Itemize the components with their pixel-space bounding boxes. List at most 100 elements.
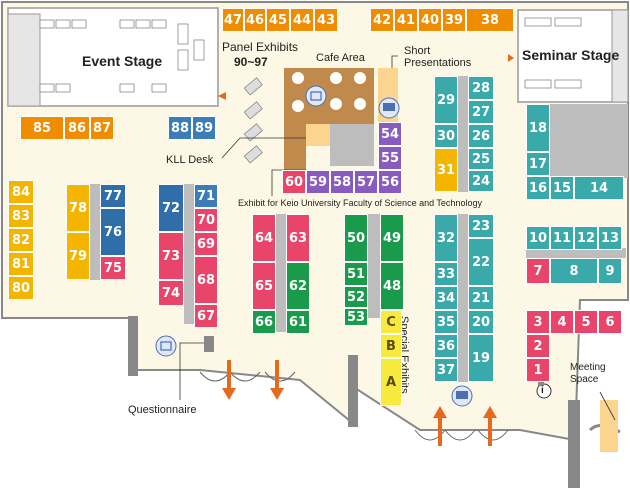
booth-10[interactable]: 10	[526, 226, 550, 250]
booth-82[interactable]: 82	[8, 228, 34, 252]
booth-35[interactable]: 35	[434, 310, 458, 334]
booth-77[interactable]: 77	[100, 184, 126, 208]
info-icon	[536, 383, 552, 399]
booth-13[interactable]: 13	[598, 226, 622, 250]
info-icon-label: i	[541, 385, 544, 396]
booth-43[interactable]: 43	[314, 8, 338, 32]
booth-5[interactable]: 5	[574, 310, 598, 334]
booth-11[interactable]: 11	[550, 226, 574, 250]
booth-49[interactable]: 49	[380, 214, 404, 262]
booth-79[interactable]: 79	[66, 232, 90, 280]
booth-86[interactable]: 86	[64, 116, 90, 140]
booth-72[interactable]: 72	[158, 184, 184, 232]
booth-7[interactable]: 7	[526, 258, 550, 284]
booth-26[interactable]: 26	[468, 124, 494, 148]
booth-75[interactable]: 75	[100, 256, 126, 280]
booth-51[interactable]: 51	[344, 262, 368, 286]
event-stage-label: Event Stage	[82, 53, 163, 69]
booth-25[interactable]: 25	[468, 148, 494, 170]
booth-8[interactable]: 8	[550, 258, 598, 284]
booth-32[interactable]: 32	[434, 214, 458, 262]
booth-c[interactable]: C	[380, 310, 402, 334]
wall-pillar	[128, 316, 138, 376]
booth-57[interactable]: 57	[354, 170, 378, 194]
booth-60[interactable]: 60	[282, 170, 306, 194]
booth-22[interactable]: 22	[468, 238, 494, 286]
booth-44[interactable]: 44	[290, 8, 314, 32]
booth-85[interactable]: 85	[20, 116, 64, 140]
booth-45[interactable]: 45	[266, 8, 290, 32]
booth-64[interactable]: 64	[252, 214, 276, 262]
booth-38[interactable]: 38	[466, 8, 514, 32]
wall-pillar	[348, 355, 358, 427]
booth-28[interactable]: 28	[468, 76, 494, 100]
booth-31[interactable]: 31	[434, 148, 458, 192]
booth-54[interactable]: 54	[378, 122, 402, 146]
booth-48[interactable]: 48	[380, 262, 404, 310]
booth-17[interactable]: 17	[526, 152, 550, 176]
booth-14[interactable]: 14	[574, 176, 624, 200]
booth-81[interactable]: 81	[8, 252, 34, 276]
booth-b[interactable]: B	[380, 334, 402, 358]
booth-87[interactable]: 87	[90, 116, 114, 140]
booth-76[interactable]: 76	[100, 208, 126, 256]
booth-1[interactable]: 1	[526, 358, 550, 382]
booth-16[interactable]: 16	[526, 176, 550, 200]
event-stage-platform	[7, 13, 41, 107]
booth-34[interactable]: 34	[434, 286, 458, 310]
booth-71[interactable]: 71	[194, 184, 218, 208]
booth-62[interactable]: 62	[286, 262, 310, 310]
booth-46[interactable]: 46	[244, 8, 266, 32]
booth-68[interactable]: 68	[194, 256, 218, 304]
booth-18[interactable]: 18	[526, 104, 550, 152]
booth-29[interactable]: 29	[434, 76, 458, 124]
booth-59[interactable]: 59	[306, 170, 330, 194]
booth-33[interactable]: 33	[434, 262, 458, 286]
booth-36[interactable]: 36	[434, 334, 458, 358]
booth-55[interactable]: 55	[378, 146, 402, 170]
booth-3[interactable]: 3	[526, 310, 550, 334]
booth-58[interactable]: 58	[330, 170, 354, 194]
booth-65[interactable]: 65	[252, 262, 276, 310]
booth-78[interactable]: 78	[66, 184, 90, 232]
booth-42[interactable]: 42	[370, 8, 394, 32]
booth-41[interactable]: 41	[394, 8, 418, 32]
booth-74[interactable]: 74	[158, 280, 184, 306]
booth-47[interactable]: 47	[222, 8, 244, 32]
booth-80[interactable]: 80	[8, 276, 34, 300]
booth-a[interactable]: A	[380, 358, 402, 406]
booth-88[interactable]: 88	[168, 116, 192, 140]
booth-37[interactable]: 37	[434, 358, 458, 382]
booth-39[interactable]: 39	[442, 8, 466, 32]
booth-89[interactable]: 89	[192, 116, 216, 140]
booth-67[interactable]: 67	[194, 304, 218, 328]
booth-24[interactable]: 24	[468, 170, 494, 192]
booth-40[interactable]: 40	[418, 8, 442, 32]
booth-84[interactable]: 84	[8, 180, 34, 204]
cafe-table-icon	[292, 72, 366, 112]
booth-15[interactable]: 15	[550, 176, 574, 200]
booth-23[interactable]: 23	[468, 214, 494, 238]
booth-73[interactable]: 73	[158, 232, 184, 280]
booth-66[interactable]: 66	[252, 310, 276, 334]
booth-19[interactable]: 19	[468, 334, 494, 382]
booth-53[interactable]: 53	[344, 308, 368, 326]
booth-63[interactable]: 63	[286, 214, 310, 262]
booth-70[interactable]: 70	[194, 208, 218, 232]
booth-6[interactable]: 6	[598, 310, 622, 334]
booth-27[interactable]: 27	[468, 100, 494, 124]
booth-12[interactable]: 12	[574, 226, 598, 250]
booth-9[interactable]: 9	[598, 258, 622, 284]
booth-56[interactable]: 56	[378, 170, 402, 194]
booth-50[interactable]: 50	[344, 214, 368, 262]
booth-83[interactable]: 83	[8, 204, 34, 228]
booth-69[interactable]: 69	[194, 232, 218, 256]
booth-61[interactable]: 61	[286, 310, 310, 334]
booth-52[interactable]: 52	[344, 286, 368, 308]
booth-20[interactable]: 20	[468, 310, 494, 334]
booth-21[interactable]: 21	[468, 286, 494, 310]
booth-4[interactable]: 4	[550, 310, 574, 334]
booth-30[interactable]: 30	[434, 124, 458, 148]
booth-2[interactable]: 2	[526, 334, 550, 358]
